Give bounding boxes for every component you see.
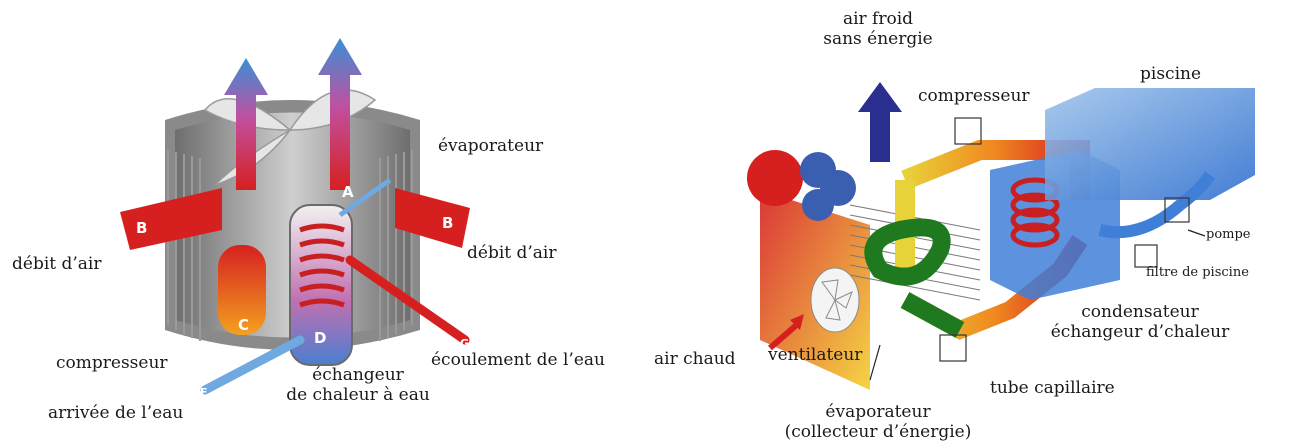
svg-text:B: B [442,214,453,232]
label-air-froid-line1: air froid [808,9,948,29]
label-filtre: filtre de piscine [1146,265,1249,281]
svg-text:A: A [342,183,354,201]
heat-pump-cylinder-illustration: A B B C D E G [120,38,470,399]
cloud-icon [800,152,856,221]
label-condensateur-line2: échangeur d’chaleur [1030,322,1250,342]
label-air-chaud: air chaud [654,349,736,369]
pool-heat-pump-illustration [747,82,1255,390]
label-arrivee-eau: arrivée de l’eau [48,403,183,423]
sun-disk [747,150,803,206]
label-ecoulement: écoulement de l’eau [431,350,605,370]
tag-b-right: B [442,214,453,232]
label-evaporateur-right-line1: évaporateur [758,402,998,422]
svg-text:E: E [200,386,208,399]
label-echangeur-line2: de chaleur à eau [278,385,438,405]
tag-c: C [238,316,249,334]
pool-basin [1045,88,1255,200]
label-tube-capillaire: tube capillaire [990,378,1115,398]
label-pompe: pompe [1206,227,1251,243]
label-debit-air-right: débit d’air [467,243,556,263]
svg-text:C: C [238,316,249,334]
label-ventilateur: ventilateur [768,345,862,365]
label-piscine: piscine [1140,64,1201,84]
label-echangeur-line1: échangeur [278,365,438,385]
label-compresseur-left: compresseur [56,353,168,373]
label-evaporateur: évaporateur [438,136,543,156]
label-echangeur: échangeur de chaleur à eau [278,365,438,405]
svg-text:B: B [136,219,147,237]
cold-air-arrow [858,82,902,162]
tag-b-left: B [136,219,147,237]
tag-a: A [342,183,354,201]
label-air-froid: air froid sans énergie [808,9,948,49]
svg-text:G: G [460,337,469,350]
label-evaporateur-right: évaporateur (collecteur d’énergie) [758,402,998,442]
label-debit-air-left: débit d’air [12,254,101,274]
label-compresseur-right: compresseur [918,86,1030,106]
label-evaporateur-right-line2: (collecteur d’énergie) [758,422,998,442]
svg-text:D: D [314,329,326,347]
tag-d: D [314,329,326,347]
label-air-froid-line2: sans énergie [808,29,948,49]
tag-g: G [460,337,469,350]
tag-e: E [200,386,208,399]
fan-icon [811,268,859,332]
label-condensateur: condensateur échangeur d’chaleur [1030,302,1250,342]
label-condensateur-line1: condensateur [1030,302,1250,322]
